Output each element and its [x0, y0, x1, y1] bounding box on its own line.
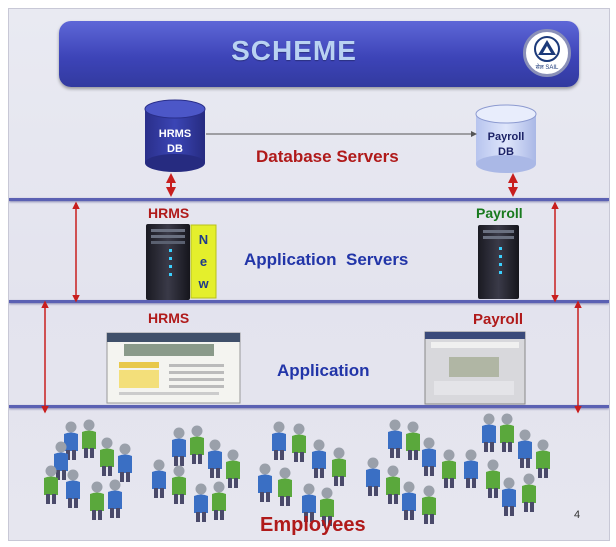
sail-logo-icon [534, 36, 560, 62]
application-label: Application [277, 361, 370, 380]
hrms-server-icon [146, 224, 190, 300]
payroll-db-label-line1: Payroll [487, 131, 525, 143]
employee-figure [332, 447, 346, 486]
hrms-db-label: HRMS DB [153, 127, 197, 157]
employee-figure [366, 457, 380, 496]
title-bar: SCHEME सेल SAIL [59, 21, 579, 87]
employee-figure [406, 421, 420, 460]
employee-figure [482, 413, 496, 452]
employee-figure [312, 439, 326, 478]
payroll-server-icon [478, 225, 519, 299]
hrms-application-screenshot [106, 332, 241, 404]
employee-figure [486, 459, 500, 498]
hrms-server-label: HRMS [148, 205, 190, 221]
employee-figure [118, 443, 132, 482]
employee-figure [190, 425, 204, 464]
employee-figure [402, 481, 416, 520]
employee-figure [194, 483, 208, 522]
employee-figure [54, 441, 68, 480]
new-badge-text: N e w [191, 229, 216, 295]
slide: SCHEME सेल SAIL [8, 8, 610, 541]
payroll-application-label: Payroll [473, 311, 524, 328]
employee-figure [258, 463, 272, 502]
employee-figure [442, 449, 456, 488]
new-badge-letter-w: w [198, 276, 209, 291]
slide-title: SCHEME [231, 35, 357, 66]
employee-figure [90, 481, 104, 520]
sail-logo: सेल SAIL [523, 29, 571, 77]
new-badge-letter-e: e [199, 254, 208, 269]
db-sync-arrowhead [471, 131, 477, 137]
employees-crowd [44, 413, 550, 526]
employee-figure [388, 419, 402, 458]
employee-figure [518, 429, 532, 468]
employee-figure [226, 449, 240, 488]
employee-figure [500, 413, 514, 452]
payroll-db-label-line2: DB [498, 146, 514, 158]
layer-divider-top [9, 198, 609, 201]
layer-divider-middle [9, 300, 609, 303]
employee-figure [100, 437, 114, 476]
employee-figure [212, 481, 226, 520]
employee-figure [208, 439, 222, 478]
employee-figure [464, 449, 478, 488]
employee-figure [522, 473, 536, 512]
employee-figure [422, 437, 436, 476]
employees-label: Employees [260, 514, 366, 536]
hrms-db-label-line2: DB [167, 143, 183, 155]
employee-figure [502, 477, 516, 516]
payroll-server-label: Payroll [476, 205, 523, 221]
employee-figure [278, 467, 292, 506]
new-badge-letter-n: N [198, 232, 209, 247]
employee-figure [172, 427, 186, 466]
new-badge [190, 224, 217, 299]
page-number: 4 [574, 509, 581, 521]
diagram-graphics [41, 99, 582, 526]
employee-figure [172, 465, 186, 504]
payroll-db-label: Payroll DB [483, 130, 529, 160]
employee-figure [292, 423, 306, 462]
database-servers-label: Database Servers [256, 147, 399, 166]
employee-figure [536, 439, 550, 478]
employee-figure [272, 421, 286, 460]
layer-divider-bottom [9, 405, 609, 408]
logo-text: सेल SAIL [535, 65, 559, 71]
employee-figure [44, 465, 58, 504]
employee-figure [386, 465, 400, 504]
employee-figure [108, 479, 122, 518]
hrms-db-label-line1: HRMS [158, 128, 192, 140]
hrms-application-label: HRMS [148, 310, 190, 326]
employee-figure [66, 469, 80, 508]
employee-figure [82, 419, 96, 458]
employee-figure [152, 459, 166, 498]
application-servers-label: Application Servers [244, 250, 409, 269]
employee-figure [422, 485, 436, 524]
payroll-db-cylinder [475, 104, 537, 173]
hrms-db-cylinder [144, 99, 206, 172]
payroll-application-screenshot [424, 331, 526, 405]
